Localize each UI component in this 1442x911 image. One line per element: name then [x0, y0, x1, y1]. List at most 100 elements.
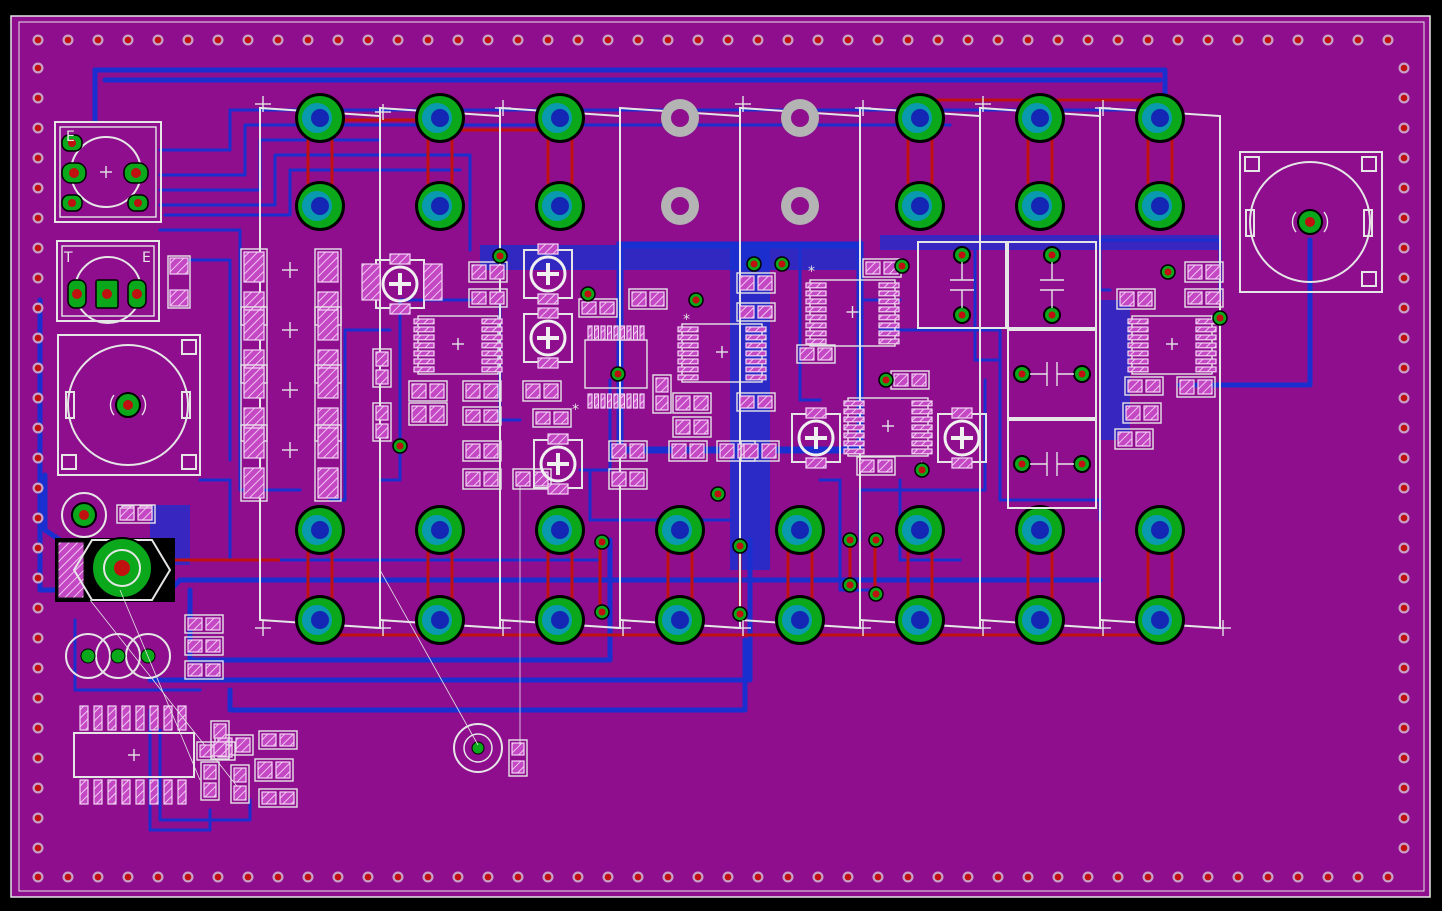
via-dot	[34, 544, 42, 552]
ic-pin	[413, 358, 435, 365]
via-dot	[1400, 664, 1408, 672]
via-dot	[1084, 36, 1092, 44]
via-dot	[1400, 364, 1408, 372]
via-dot	[574, 36, 582, 44]
smd-pad	[243, 427, 265, 459]
smd-pad	[187, 639, 203, 653]
trimmer-dial	[529, 319, 567, 357]
ic-pin	[626, 325, 632, 341]
ic-pin	[600, 393, 606, 409]
via-dot	[634, 36, 642, 44]
ic-pin	[135, 779, 145, 805]
smd-part	[408, 380, 448, 402]
via-dot	[514, 873, 522, 881]
ic-pin	[677, 374, 699, 381]
via-dot	[1144, 36, 1152, 44]
via-dot	[604, 873, 612, 881]
ic-pin	[79, 779, 89, 805]
ic-pin	[613, 393, 619, 409]
ic-pin	[481, 358, 503, 365]
smd-pad	[199, 744, 215, 758]
via-dot	[1216, 314, 1224, 322]
smd-part	[736, 302, 776, 322]
ic-pin	[93, 705, 103, 731]
ic-pin	[1195, 326, 1217, 333]
smd-part	[668, 440, 708, 462]
via-dot	[1400, 64, 1408, 72]
via-dot	[1264, 873, 1272, 881]
via-dot	[34, 484, 42, 492]
trimmer-pad	[537, 293, 559, 305]
smd-pad	[483, 443, 499, 459]
smd-part	[184, 614, 224, 634]
via-dot	[692, 296, 700, 304]
trimmer-side-pad	[423, 263, 443, 301]
smd-pad	[693, 419, 709, 435]
pad-drill	[551, 611, 569, 629]
smd-outline	[1184, 261, 1224, 283]
via-dot	[544, 36, 552, 44]
via-dot	[94, 873, 102, 881]
smd-pad	[1137, 291, 1153, 307]
via-dot	[1324, 873, 1332, 881]
via-dot	[874, 873, 882, 881]
smd-pad	[205, 663, 221, 677]
smd-pad	[911, 373, 927, 387]
smd-pad	[649, 291, 665, 307]
pad-drill	[311, 109, 329, 127]
via-dot	[1024, 36, 1032, 44]
smd-pad	[213, 723, 227, 739]
smd-part	[856, 456, 896, 476]
trimmer-pad	[547, 483, 569, 495]
smd-pad	[1117, 431, 1133, 447]
smd-outline	[856, 456, 896, 476]
ic-pin	[911, 400, 933, 407]
via-dot	[634, 873, 642, 881]
soic-ic	[413, 315, 503, 375]
ic-pin	[121, 705, 131, 731]
via-dot	[1384, 36, 1392, 44]
via-dot	[34, 274, 42, 282]
smd-pad	[411, 383, 427, 399]
smd-pad	[553, 411, 569, 425]
smd-part	[462, 380, 502, 402]
ic-pin	[135, 705, 145, 731]
ic-mark-1: *	[808, 264, 815, 280]
via-dot	[1054, 873, 1062, 881]
smd-outline	[462, 406, 502, 426]
smd-pad	[1125, 405, 1141, 421]
via-dot	[454, 36, 462, 44]
ic-pin	[878, 330, 900, 337]
smd-pad	[317, 309, 339, 341]
via-dot	[34, 184, 42, 192]
via-dot	[1400, 724, 1408, 732]
film-capacitors	[917, 241, 1097, 509]
via-dot	[1400, 94, 1408, 102]
via-dot	[34, 873, 42, 881]
via-dot	[34, 36, 42, 44]
smd-outline	[522, 380, 562, 402]
smd-pad	[205, 639, 221, 653]
mount-hole-drill	[671, 197, 689, 215]
ic-pin	[745, 326, 767, 333]
smd-pad	[865, 261, 881, 275]
smd-part	[1114, 428, 1154, 450]
ic-pin	[843, 408, 865, 415]
ic-pin	[1127, 318, 1149, 325]
ic-pin	[107, 779, 117, 805]
smd-part	[522, 380, 562, 402]
smd-outline	[184, 636, 224, 656]
smd-pad	[205, 617, 221, 631]
ic-pin	[413, 342, 435, 349]
smd-pad	[675, 419, 691, 435]
smd-outline	[408, 380, 448, 402]
ic-pin	[911, 416, 933, 423]
trimmer-pad	[537, 243, 559, 255]
smd-pad	[465, 471, 481, 487]
via-dot	[154, 873, 162, 881]
smd-pad	[187, 617, 203, 631]
via-dot	[1400, 454, 1408, 462]
mount-hole-drill	[671, 109, 689, 127]
pad-drill	[671, 521, 689, 539]
trimmer-pad	[389, 303, 411, 315]
